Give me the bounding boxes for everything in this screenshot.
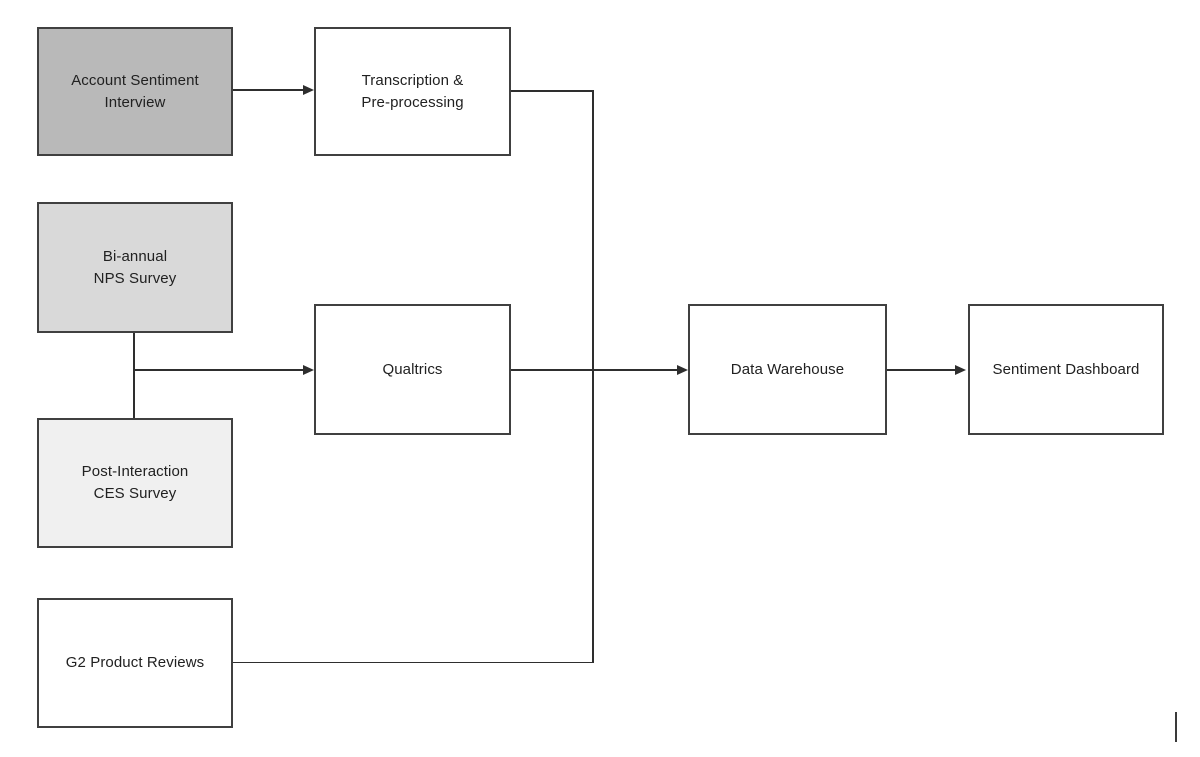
- node-label-line: G2 Product Reviews: [65, 654, 205, 671]
- node-label: Account Sentiment Interview: [71, 70, 199, 114]
- edge-nps-to-ces-vertical: [133, 333, 135, 418]
- edge-surveys-to-qualtrics: [133, 369, 305, 371]
- text-cursor: [1175, 712, 1177, 742]
- edge-account-to-transcription: [233, 89, 305, 91]
- node-label-line: Interview: [104, 93, 166, 111]
- arrowhead-icon: [303, 85, 314, 95]
- node-label-line: NPS Survey: [93, 269, 177, 287]
- node-account-sentiment-interview[interactable]: Account Sentiment Interview: [37, 27, 233, 156]
- node-label-line: Bi-annual: [102, 247, 168, 265]
- arrowhead-icon: [955, 365, 966, 375]
- node-label: Data Warehouse: [731, 359, 844, 381]
- node-label: Bi-annual NPS Survey: [94, 246, 177, 290]
- edge-warehouse-to-dashboard: [887, 369, 957, 371]
- node-label: G2 Product Reviews: [66, 652, 205, 674]
- node-label-line: CES Survey: [93, 485, 177, 502]
- node-label-line: Sentiment Dashboard: [992, 360, 1140, 378]
- node-data-warehouse[interactable]: Data Warehouse: [688, 304, 887, 435]
- node-label: Post-Interaction CES Survey: [82, 461, 189, 505]
- node-label: Sentiment Dashboard: [993, 359, 1140, 381]
- node-label: Transcription & Pre-processing: [361, 70, 463, 114]
- node-label-line: Qualtrics: [382, 360, 443, 378]
- node-label-line: Data Warehouse: [730, 360, 845, 378]
- node-transcription-pre-processing[interactable]: Transcription & Pre-processing: [314, 27, 511, 156]
- node-label-line: Post-Interaction: [81, 463, 189, 480]
- node-label-line: Account Sentiment: [71, 71, 199, 89]
- node-bi-annual-nps-survey[interactable]: Bi-annual NPS Survey: [37, 202, 233, 333]
- arrowhead-icon: [303, 365, 314, 375]
- edge-qualtrics-to-warehouse: [511, 369, 679, 371]
- node-post-interaction-ces-survey[interactable]: Post-Interaction CES Survey: [37, 418, 233, 548]
- node-label-line: Pre-processing: [361, 93, 464, 111]
- node-qualtrics[interactable]: Qualtrics: [314, 304, 511, 435]
- node-label-line: Transcription &: [361, 71, 464, 89]
- edge-transcription-out: [511, 90, 594, 92]
- node-g2-product-reviews[interactable]: G2 Product Reviews: [37, 598, 233, 728]
- edge-merge-vertical: [592, 90, 594, 663]
- node-sentiment-dashboard[interactable]: Sentiment Dashboard: [968, 304, 1164, 435]
- edge-g2-out: [233, 661, 594, 663]
- node-label: Qualtrics: [382, 359, 442, 381]
- arrowhead-icon: [677, 365, 688, 375]
